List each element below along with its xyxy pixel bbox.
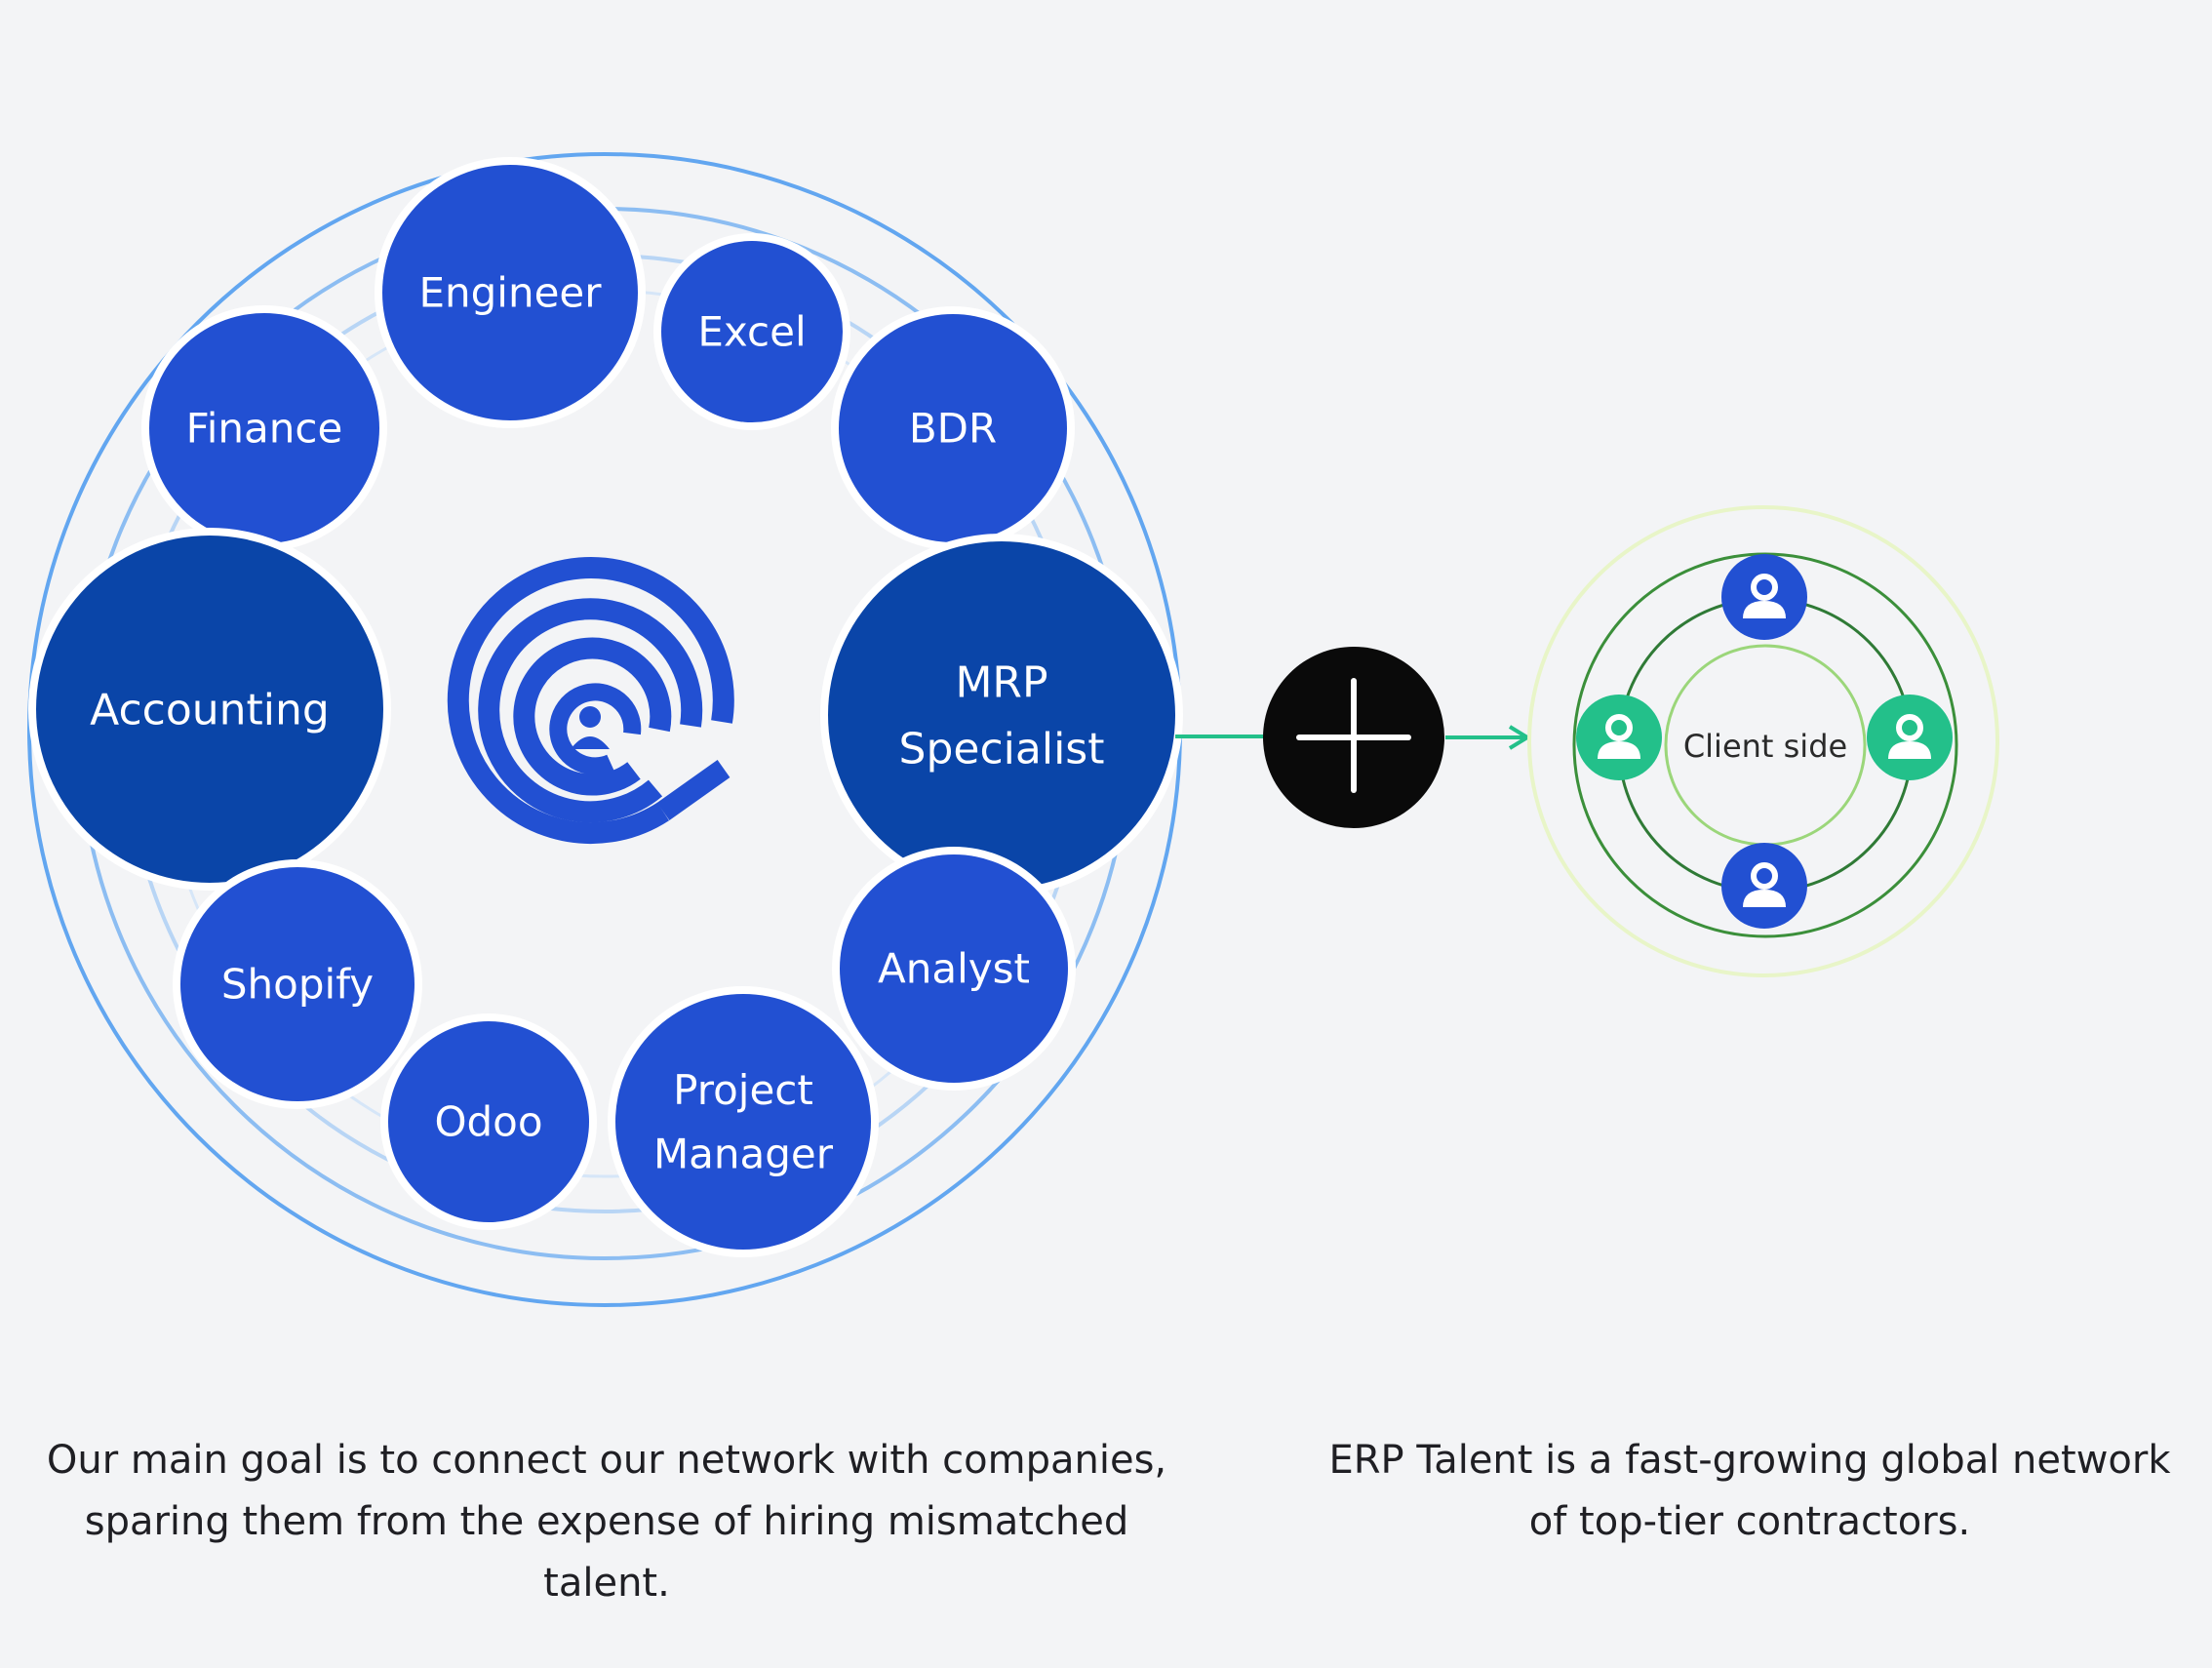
user-icon	[1576, 695, 1662, 780]
client-avatars	[1576, 554, 1953, 929]
caption-left-line: sparing them from the expense of hiring …	[84, 1499, 1129, 1544]
skill-node: MRP Specialist	[820, 534, 1183, 896]
skill-node-label: Manager	[653, 1130, 834, 1177]
skill-node-circle	[840, 854, 1068, 1083]
caption-left-line: talent.	[543, 1561, 670, 1606]
skill-node: Shopify	[173, 859, 422, 1109]
skill-node-circle	[661, 241, 843, 422]
user-icon	[1721, 554, 1807, 640]
skill-node-circle	[828, 541, 1175, 889]
skill-node-circle	[388, 1021, 589, 1222]
skill-node-label: MRP	[955, 657, 1047, 707]
skill-node: Accounting	[28, 528, 391, 891]
arrow-head	[1508, 725, 1531, 750]
skill-node-label: Excel	[697, 308, 806, 356]
client-side-label: Client side	[1683, 728, 1847, 765]
skill-node-label: Analyst	[878, 945, 1030, 993]
skill-node: BDR	[831, 306, 1075, 550]
skill-node-label: Odoo	[434, 1098, 542, 1146]
skill-node-circle	[615, 994, 871, 1250]
spiral-logo-icon	[447, 557, 734, 845]
skill-node-circle	[36, 536, 383, 883]
skill-node-label: Accounting	[90, 685, 330, 735]
skill-node-label: Specialist	[899, 725, 1105, 774]
plus-icon	[1296, 678, 1411, 793]
skill-node-label: Finance	[186, 405, 343, 453]
skill-node: Finance	[141, 305, 387, 551]
skill-node: Odoo	[380, 1013, 597, 1230]
caption-left-line: Our main goal is to connect our network …	[46, 1438, 1167, 1483]
user-icon	[1867, 695, 1953, 780]
skill-node-circle	[149, 313, 379, 543]
user-icon	[1721, 843, 1807, 929]
skill-node-label: Engineer	[418, 269, 602, 317]
skill-node-circle	[839, 314, 1067, 542]
caption-right-line: ERP Talent is a fast-growing global netw…	[1328, 1438, 2171, 1483]
skill-node: Analyst	[832, 847, 1076, 1091]
skill-node: Engineer	[375, 157, 646, 428]
skill-node: Excel	[653, 233, 850, 430]
caption-right-line: of top-tier contractors.	[1528, 1499, 1971, 1544]
caption-left: Our main goal is to connect our network …	[20, 1430, 1194, 1614]
caption-right: ERP Talent is a fast-growing global netw…	[1291, 1430, 2208, 1553]
skill-node-label: Shopify	[221, 961, 374, 1009]
connector	[1175, 647, 1531, 828]
skill-node-label: Project	[673, 1066, 813, 1114]
skill-node-circle	[180, 867, 415, 1101]
skill-node-circle	[382, 165, 638, 420]
skill-node-label: BDR	[909, 405, 997, 453]
